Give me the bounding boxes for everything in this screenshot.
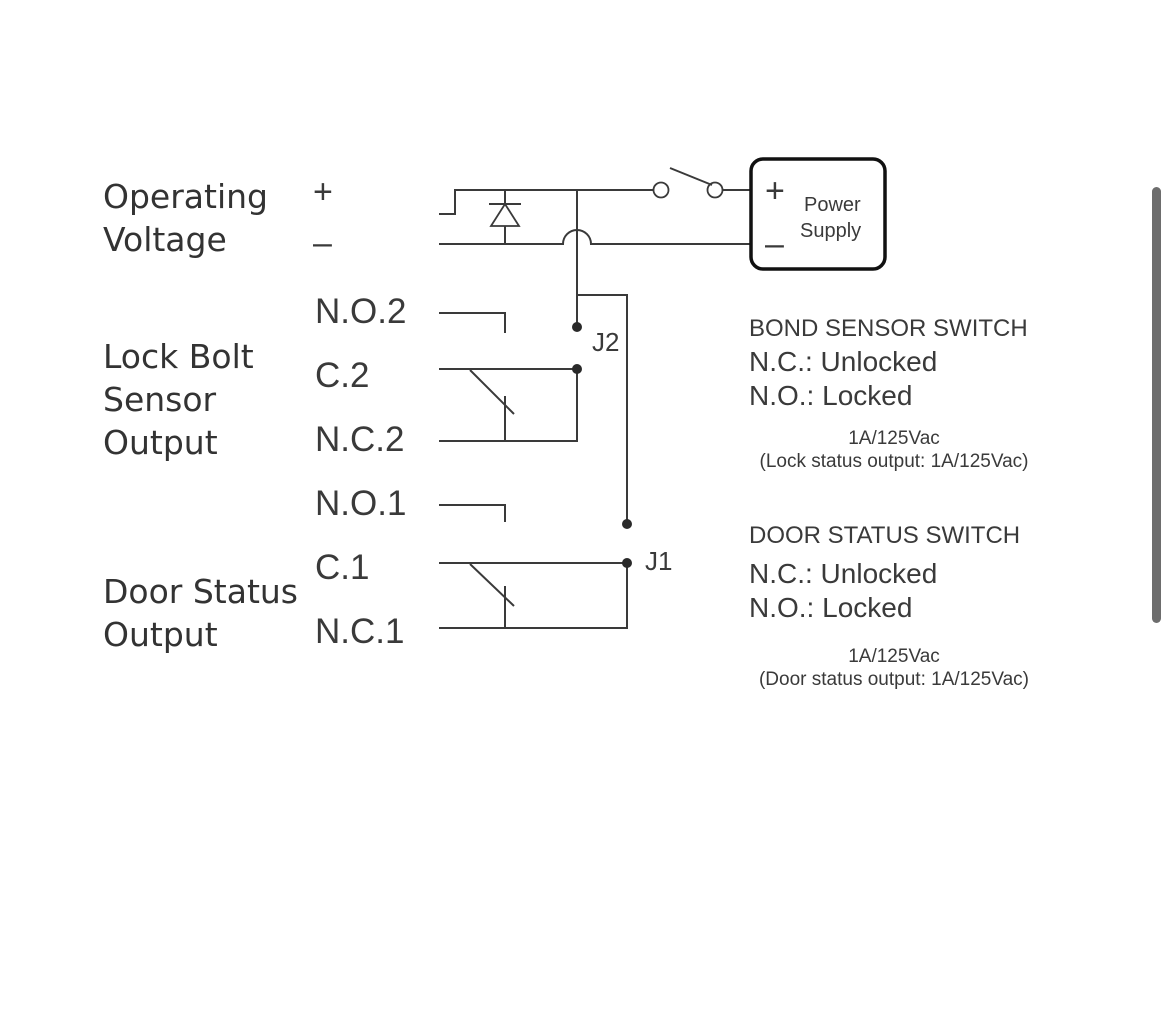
nc1-wire [439,563,628,629]
terminal-no2: N.O.2 [315,292,406,331]
jumper-j2: J2 [592,327,619,357]
door-status-line-1: Door Status [103,572,298,611]
power-supply-outline [749,157,887,271]
switch-icon [652,167,724,199]
bond-sensor-no: N.O.: Locked [749,380,912,411]
plus-wire [439,189,655,215]
terminal-c2: C.2 [315,356,369,395]
voltage-plus-sign: + [313,173,333,211]
j2-bottom-node [572,364,582,374]
power-supply-label-line-2: Supply [800,220,861,242]
power-supply-plus: + [765,172,785,210]
power-supply-box: + – Power Supply [749,157,887,271]
door-status-heading: DOOR STATUS SWITCH [749,522,1020,549]
minus-wire [439,229,750,245]
terminal-no1: N.O.1 [315,484,406,523]
lock-bolt-sensor-output-label: Lock Bolt Sensor Output [103,337,254,462]
operating-voltage-label: Operating Voltage [103,177,268,259]
operating-voltage-line-2: Voltage [103,220,227,259]
lock-bolt-line-3: Output [103,423,218,462]
lock-bolt-contacts: J2 [439,312,619,442]
power-supply-minus: – [765,225,784,263]
door-status-line-2: Output [103,615,218,654]
diode-icon [489,190,521,244]
door-status-contacts: J1 [439,504,672,629]
lock-bolt-switch-blade [469,369,515,415]
door-status-switch-blade [469,563,515,607]
no1-wire [439,504,506,522]
j1-top-node [622,519,632,529]
vertical-scrollbar[interactable] [1152,187,1161,623]
terminal-nc2: N.C.2 [315,420,404,459]
lock-bolt-line-1: Lock Bolt [103,337,254,376]
bond-sensor-nc: N.C.: Unlocked [749,346,937,377]
voltage-minus-sign: – [313,224,332,262]
bond-sensor-rating-note: (Lock status output: 1A/125Vac) [760,451,1029,472]
bond-sensor-rating: 1A/125Vac [848,428,940,449]
door-status-nc: N.C.: Unlocked [749,558,937,589]
door-status-rating-note: (Door status output: 1A/125Vac) [759,669,1029,690]
bond-sensor-heading: BOND SENSOR SWITCH [749,315,1028,342]
j2-top-node [572,322,582,332]
lock-bolt-line-2: Sensor [103,380,217,419]
operating-voltage-line-1: Operating [103,177,268,216]
bond-sensor-notes: BOND SENSOR SWITCH N.C.: Unlocked N.O.: … [749,315,1028,472]
door-status-rating: 1A/125Vac [848,646,940,667]
door-status-no: N.O.: Locked [749,592,912,623]
power-wiring [439,189,750,524]
door-status-notes: DOOR STATUS SWITCH N.C.: Unlocked N.O.: … [749,522,1029,690]
jumper-j1: J1 [645,546,672,576]
nc2-wire [439,369,578,442]
terminal-c1: C.1 [315,548,369,587]
j1-bottom-node [622,558,632,568]
no2-wire [439,312,506,333]
power-supply-label-line-1: Power [804,194,861,216]
terminal-nc1: N.C.1 [315,612,404,651]
door-status-output-label: Door Status Output [103,572,298,654]
branch-to-j1-wire [577,294,628,524]
